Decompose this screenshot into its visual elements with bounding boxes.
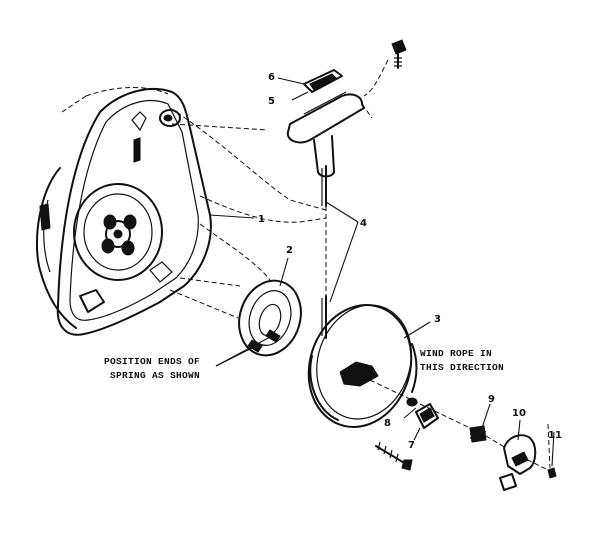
callout-8: 8 [384,418,391,429]
spring-note-line1: POSITION ENDS OF [104,356,200,367]
housing-hub [73,183,163,281]
callout-11: 11 [548,430,562,441]
compression-spring [469,425,487,443]
rope-note-line2: THIS DIRECTION [420,362,504,373]
rope-note-line1: WIND ROPE IN [420,348,492,359]
callout-1: 1 [258,214,265,225]
starter-housing [35,88,212,336]
leader-lines [209,77,555,467]
callout-6: 6 [268,72,275,83]
starter-handle [286,91,365,178]
handle-insert [303,69,343,93]
assembly-lines [61,59,551,471]
center-screw [375,441,413,471]
pawl [415,403,439,429]
callout-10: 10 [512,408,526,419]
pawl-spring [406,397,418,407]
starter-pulley [307,304,418,428]
callout-2: 2 [286,245,293,256]
callout-3: 3 [434,314,441,325]
callout-5: 5 [268,96,275,107]
callout-4: 4 [360,218,367,229]
retainer-screw [547,467,557,479]
callout-9: 9 [488,394,495,405]
spring-note-line2: SPRING AS SHOWN [110,370,200,381]
starter-rope [321,165,327,339]
callout-7: 7 [408,440,415,451]
handle-screw [391,39,407,69]
recoil-spring [238,279,302,357]
retainer [499,434,537,491]
